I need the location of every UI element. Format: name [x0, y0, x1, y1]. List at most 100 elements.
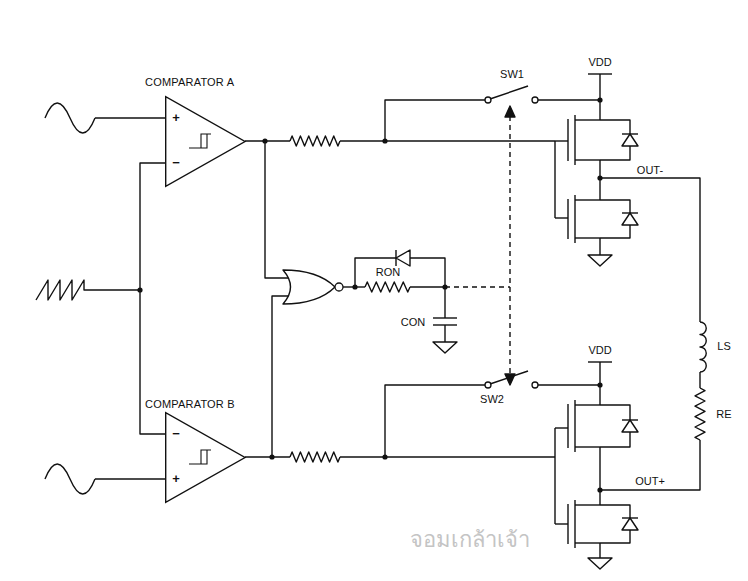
component-name: CON	[401, 316, 425, 328]
pmos-gate-lead	[555, 140, 568, 141]
component-name: LS	[717, 340, 730, 352]
arrow-head	[505, 106, 515, 117]
pmos-terminal	[575, 404, 600, 405]
nor-gate-bubble	[335, 283, 343, 291]
nmos-gate-lead	[555, 523, 568, 524]
junction-dot	[352, 284, 357, 289]
junction-dot	[137, 287, 142, 292]
body-diode-symbol	[622, 134, 638, 146]
hysteresis-symbol	[189, 134, 211, 148]
resistor-symbol	[695, 388, 705, 440]
comparator-outline	[166, 97, 245, 187]
comparator-symbol	[165, 96, 247, 188]
nmos-terminal	[575, 504, 600, 505]
nmos-terminal	[575, 199, 600, 200]
resistor-symbol	[290, 136, 340, 146]
pin-sign: −	[172, 157, 180, 169]
output-name: OUT-	[637, 164, 663, 176]
ground-symbol	[588, 255, 612, 266]
sine-source	[45, 464, 95, 494]
resistor-symbol	[365, 282, 410, 292]
switch-name: SW1	[500, 68, 524, 80]
body-diode-symbol	[622, 213, 638, 225]
nmos-channel	[574, 195, 575, 243]
ground-symbol	[433, 342, 457, 353]
wire	[600, 440, 700, 490]
wire	[699, 372, 700, 388]
body-diode-bar	[622, 212, 638, 213]
ground-symbol	[588, 558, 612, 569]
nmos-gate-plate	[567, 199, 568, 239]
sine-source	[45, 103, 95, 133]
pin-sign: +	[172, 112, 180, 124]
wire	[245, 456, 290, 457]
body-diode-bar	[622, 517, 638, 518]
wire	[599, 543, 600, 558]
wire	[554, 141, 555, 218]
body-diode-bar	[622, 133, 638, 134]
control-link	[445, 286, 510, 287]
wire	[95, 117, 165, 118]
switch-name: SW2	[480, 393, 504, 405]
comparator-symbol	[165, 412, 247, 504]
nor-gate-symbol	[283, 270, 335, 304]
wire	[444, 325, 445, 342]
pmos-channel	[574, 400, 575, 452]
nmos-terminal	[575, 542, 600, 543]
wire	[599, 238, 600, 255]
supply-name: VDD	[588, 344, 611, 356]
body-diode-symbol	[622, 420, 638, 432]
wire	[538, 99, 600, 100]
hysteresis-symbol	[189, 450, 211, 464]
wire	[95, 478, 165, 479]
switch-contact	[485, 382, 491, 388]
switch-blade	[490, 371, 528, 384]
pmos-gate-lead	[555, 427, 568, 428]
switch-contact	[532, 97, 538, 103]
comparator-block: COMPARATOR B	[145, 398, 247, 504]
body-diode-symbol	[622, 518, 638, 530]
output-name: OUT+	[635, 475, 665, 487]
wire-group	[36, 74, 706, 569]
capacitor-plate	[433, 317, 457, 318]
comparator-block: COMPARATOR A	[145, 76, 247, 188]
wire	[444, 287, 445, 318]
nmos-channel	[574, 500, 575, 548]
pmos-gate-plate	[567, 404, 568, 448]
wire	[599, 447, 600, 505]
switch-contact	[532, 382, 538, 388]
pmos-terminal	[575, 159, 600, 160]
wire	[385, 100, 485, 141]
switch-blade	[490, 86, 528, 99]
body-diode-bar	[622, 419, 638, 420]
pmos-gate-plate	[567, 119, 568, 161]
comparator-label: COMPARATOR B	[145, 398, 247, 411]
component-name: RON	[376, 266, 400, 278]
resistor-symbol	[290, 452, 340, 462]
diode-symbol	[396, 250, 410, 266]
component-name: RE	[716, 408, 731, 420]
wire	[410, 258, 445, 287]
nmos-terminal	[575, 237, 600, 238]
pmos-channel	[574, 115, 575, 165]
supply-name: VDD	[588, 56, 611, 68]
comparator-label: COMPARATOR A	[145, 76, 247, 89]
diode-bar	[395, 250, 396, 266]
switch-contact	[485, 97, 491, 103]
wire	[272, 296, 292, 457]
nmos-gate-lead	[555, 217, 568, 218]
wire	[340, 140, 555, 141]
sawtooth-source	[36, 280, 140, 300]
watermark: จอมเกล้าเจ้า	[410, 534, 530, 546]
wire	[599, 74, 600, 120]
wire	[410, 286, 445, 287]
wire	[599, 362, 600, 405]
wire	[385, 385, 485, 457]
wire	[140, 163, 165, 434]
wire	[600, 178, 700, 322]
control-link	[509, 116, 510, 375]
pin-sign: −	[172, 428, 180, 440]
wire	[265, 141, 292, 278]
